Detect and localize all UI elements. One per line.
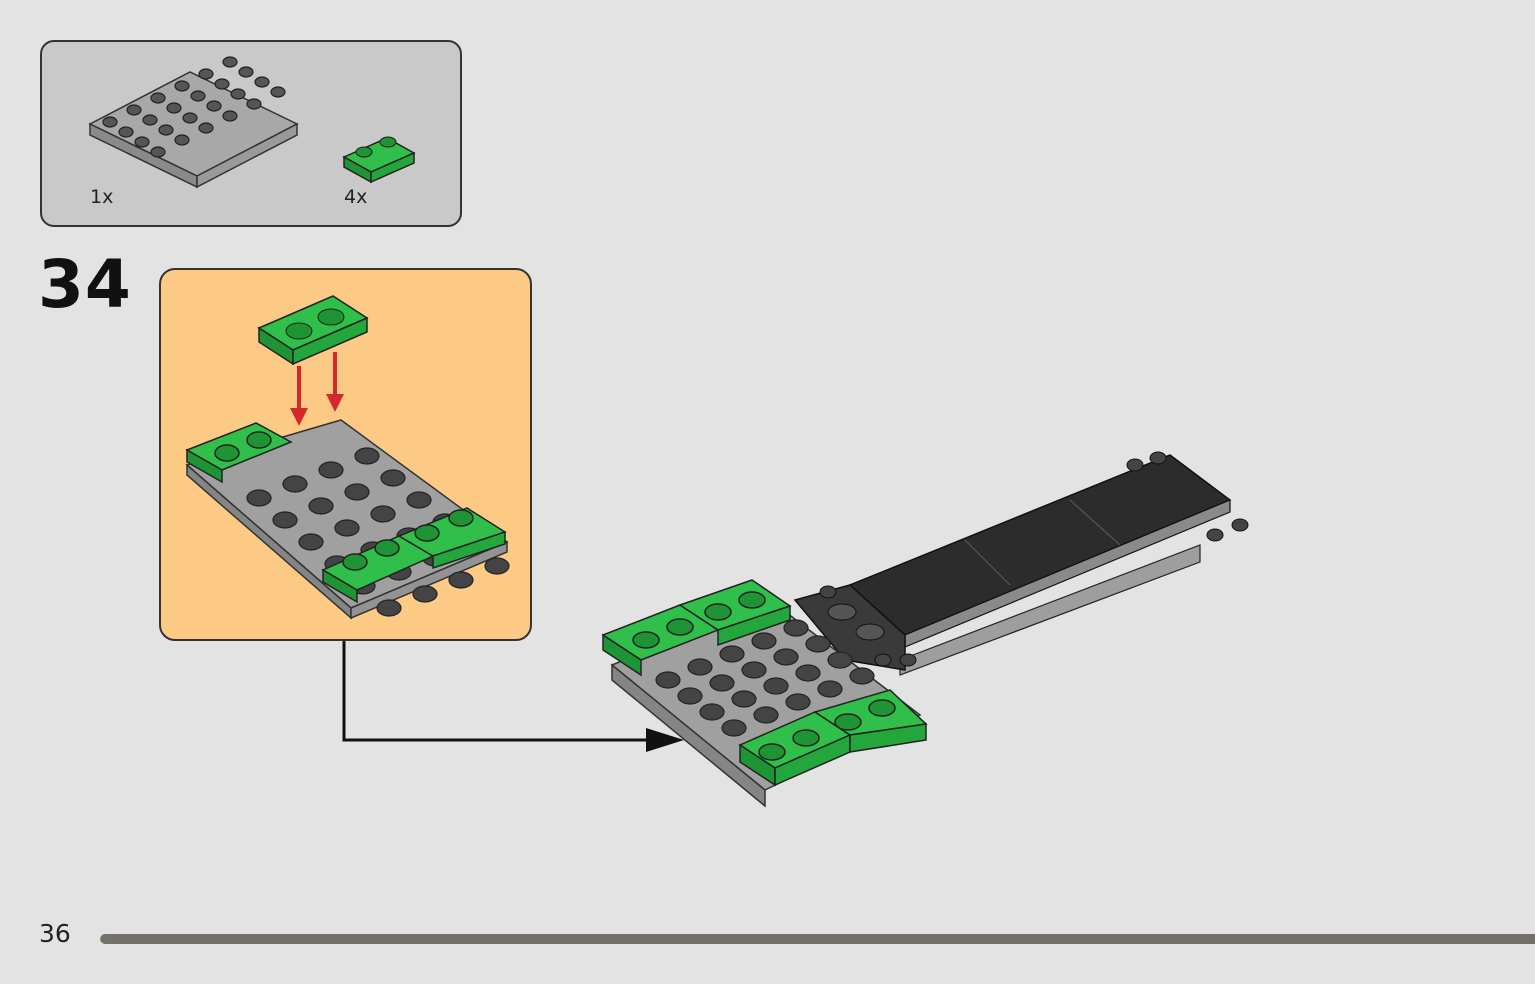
- stud: [198, 122, 214, 134]
- stud: [254, 76, 270, 88]
- stud: [412, 585, 438, 603]
- stud: [773, 648, 799, 666]
- stud: [370, 505, 396, 523]
- stud: [795, 664, 821, 682]
- stud: [134, 136, 150, 148]
- stud: [753, 706, 779, 724]
- stud: [222, 110, 238, 122]
- stud: [190, 90, 206, 102]
- stud: [484, 557, 510, 575]
- stud: [222, 56, 238, 68]
- callout-illustration: [185, 295, 510, 620]
- stud: [198, 68, 214, 80]
- stud: [763, 677, 789, 695]
- dark-chassis: [793, 451, 1249, 676]
- stud: [174, 134, 190, 146]
- stud: [687, 658, 713, 676]
- stud: [214, 78, 230, 90]
- stud: [751, 632, 777, 650]
- stud: [102, 116, 118, 128]
- part-quantity-gray-plate: 1x: [90, 186, 114, 208]
- stud: [655, 671, 681, 689]
- callout-box: [159, 268, 532, 641]
- stud: [246, 489, 272, 507]
- stud: [150, 92, 166, 104]
- stud: [344, 483, 370, 501]
- green-rail-plate-part: [342, 136, 416, 184]
- stud: [448, 571, 474, 589]
- stud: [126, 104, 142, 116]
- stud: [158, 124, 174, 136]
- stud: [272, 511, 298, 529]
- stud: [246, 98, 262, 110]
- stud: [805, 635, 831, 653]
- stud: [174, 80, 190, 92]
- gray-plate-part: [88, 56, 299, 189]
- parts-illustration: [88, 56, 416, 189]
- stud: [118, 126, 134, 138]
- callout-green-plates: [185, 422, 507, 604]
- stud: [334, 519, 360, 537]
- parts-list-box: 1x 4x: [40, 40, 462, 227]
- stud: [318, 461, 344, 479]
- stud: [783, 619, 809, 637]
- stud: [206, 100, 222, 112]
- stud: [150, 146, 166, 158]
- callout-new-green-plate: [257, 295, 369, 366]
- page-number: 36: [39, 919, 71, 948]
- stud: [376, 599, 402, 617]
- model-green-plates: [601, 579, 928, 787]
- stud: [354, 447, 380, 465]
- stud: [827, 651, 853, 669]
- stud: [298, 533, 324, 551]
- stud: [142, 114, 158, 126]
- placement-arrows: [290, 352, 344, 426]
- stud: [270, 86, 286, 98]
- stud: [166, 102, 182, 114]
- stud: [308, 497, 334, 515]
- progress-bar: [100, 934, 1535, 944]
- step-number: 34: [38, 246, 132, 323]
- model-gray-plate: [610, 599, 922, 808]
- stud: [380, 469, 406, 487]
- stud: [741, 661, 767, 679]
- stud: [849, 667, 875, 685]
- stud: [719, 645, 745, 663]
- stud: [721, 719, 747, 737]
- stud: [709, 674, 735, 692]
- stud: [182, 112, 198, 124]
- callout-connector-arrow: [342, 641, 684, 752]
- stud: [230, 88, 246, 100]
- part-quantity-green-plate: 4x: [344, 186, 368, 208]
- stud: [785, 693, 811, 711]
- stud: [699, 703, 725, 721]
- stud: [238, 66, 254, 78]
- stud: [406, 491, 432, 509]
- stud: [282, 475, 308, 493]
- stud: [677, 687, 703, 705]
- stud: [817, 680, 843, 698]
- stud: [731, 690, 757, 708]
- progress-bar-fill: [100, 934, 1535, 944]
